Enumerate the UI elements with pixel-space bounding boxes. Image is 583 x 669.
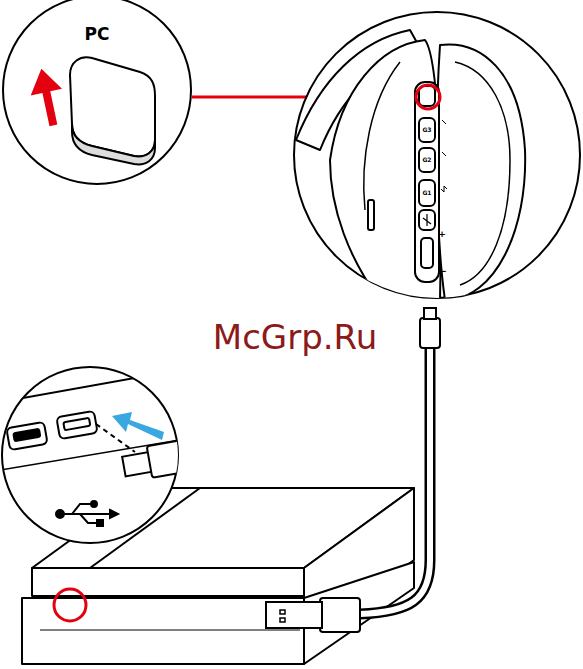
highlight-ring [54, 589, 86, 621]
switch-position-label: PC [85, 26, 110, 43]
button-label: G1 [422, 190, 431, 196]
console [22, 488, 414, 664]
volume-label: − [439, 267, 447, 276]
usb-port-inset [0, 367, 192, 543]
usb-cable [266, 308, 440, 632]
volume-label: + [438, 230, 446, 239]
watermark: McGrp.Ru [213, 320, 377, 354]
headset-inset [294, 12, 580, 300]
button-label: G3 [422, 127, 431, 133]
switch-inset [3, 0, 191, 184]
button-label: G2 [422, 157, 431, 163]
